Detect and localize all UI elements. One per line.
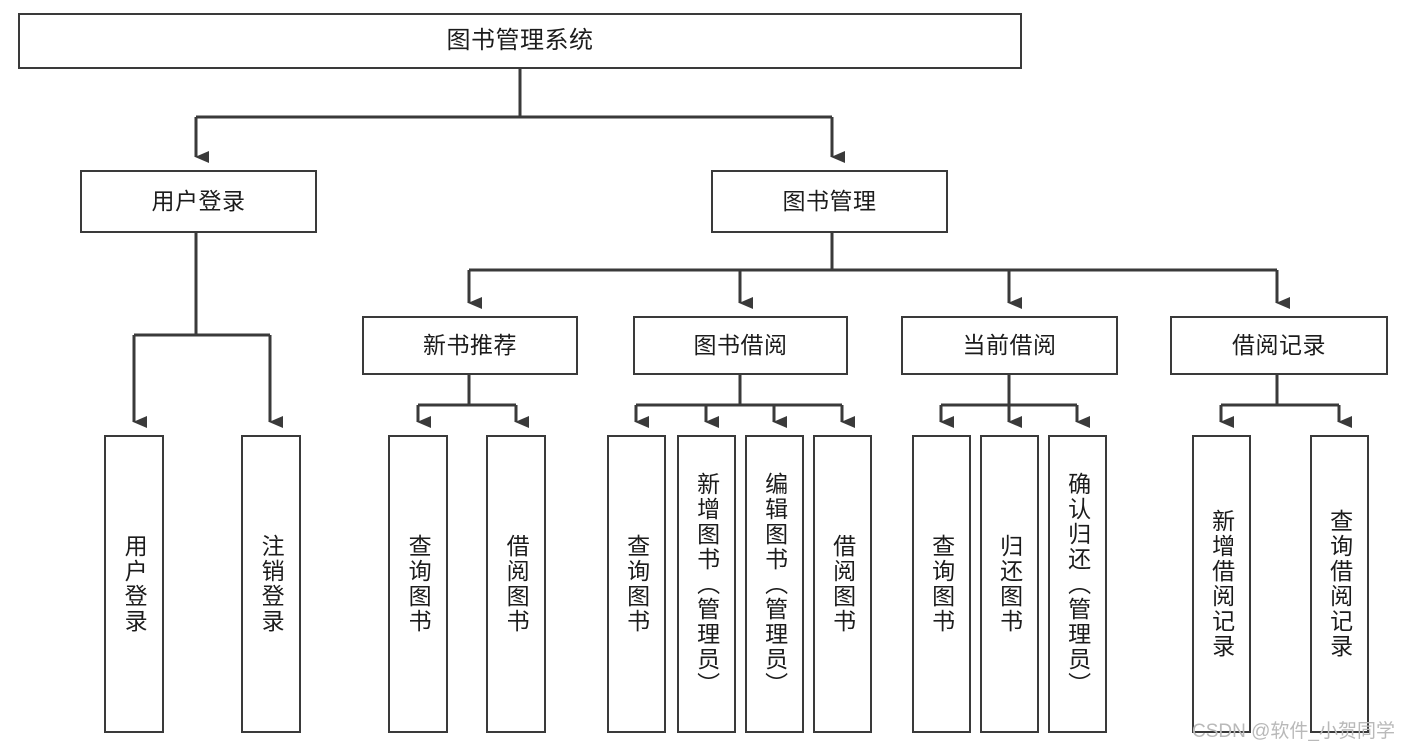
node-borrow-records[interactable]: 借阅记录: [1170, 316, 1388, 375]
leaf-user-login-signin-label: 用户登录: [121, 534, 148, 634]
leaf-current-query-book[interactable]: 查询图书: [912, 435, 971, 733]
node-user-login-label: 用户登录: [151, 187, 246, 214]
leaf-borrow-query-book-label: 查询图书: [623, 534, 650, 634]
leaf-user-login-signin[interactable]: 用户登录: [104, 435, 164, 733]
node-current-borrow-label: 当前借阅: [962, 331, 1057, 358]
leaf-borrow-borrow-book-label: 借阅图书: [829, 534, 856, 634]
node-book-borrow-label: 图书借阅: [693, 331, 788, 358]
node-new-book-recommend[interactable]: 新书推荐: [362, 316, 578, 375]
node-book-borrow[interactable]: 图书借阅: [633, 316, 848, 375]
leaf-borrow-query-book[interactable]: 查询图书: [607, 435, 666, 733]
leaf-borrow-edit-book[interactable]: 编辑图书（管理员）: [745, 435, 804, 733]
watermark: CSDN @软件_小贺同学: [1192, 721, 1395, 742]
node-book-management[interactable]: 图书管理: [711, 170, 948, 233]
node-new-book-recommend-label: 新书推荐: [423, 331, 517, 358]
leaf-user-login-signout[interactable]: 注销登录: [241, 435, 301, 733]
leaf-new-book-query-label: 查询图书: [405, 534, 432, 634]
leaf-current-confirm-return-label: 确认归还（管理员）: [1064, 471, 1091, 697]
leaf-records-add[interactable]: 新增借阅记录: [1192, 435, 1251, 733]
leaf-records-query-label: 查询借阅记录: [1326, 509, 1353, 659]
leaf-new-book-borrow[interactable]: 借阅图书: [486, 435, 546, 733]
leaf-borrow-add-book[interactable]: 新增图书（管理员）: [677, 435, 736, 733]
leaf-records-query[interactable]: 查询借阅记录: [1310, 435, 1369, 733]
leaf-current-confirm-return[interactable]: 确认归还（管理员）: [1048, 435, 1107, 733]
leaf-current-return-book-label: 归还图书: [996, 534, 1023, 634]
leaf-current-return-book[interactable]: 归还图书: [980, 435, 1039, 733]
node-root[interactable]: 图书管理系统: [18, 13, 1022, 69]
leaf-borrow-add-book-label: 新增图书（管理员）: [693, 471, 720, 697]
leaf-borrow-edit-book-label: 编辑图书（管理员）: [761, 471, 788, 697]
leaf-borrow-borrow-book[interactable]: 借阅图书: [813, 435, 872, 733]
node-root-label: 图书管理系统: [446, 26, 594, 54]
node-borrow-records-label: 借阅记录: [1232, 331, 1326, 358]
leaf-records-add-label: 新增借阅记录: [1208, 509, 1235, 659]
node-current-borrow[interactable]: 当前借阅: [901, 316, 1118, 375]
leaf-new-book-query[interactable]: 查询图书: [388, 435, 448, 733]
leaf-user-login-signout-label: 注销登录: [258, 534, 285, 634]
leaf-new-book-borrow-label: 借阅图书: [503, 534, 530, 634]
leaf-current-query-book-label: 查询图书: [928, 534, 955, 634]
node-user-login[interactable]: 用户登录: [80, 170, 317, 233]
node-book-management-label: 图书管理: [782, 187, 877, 214]
